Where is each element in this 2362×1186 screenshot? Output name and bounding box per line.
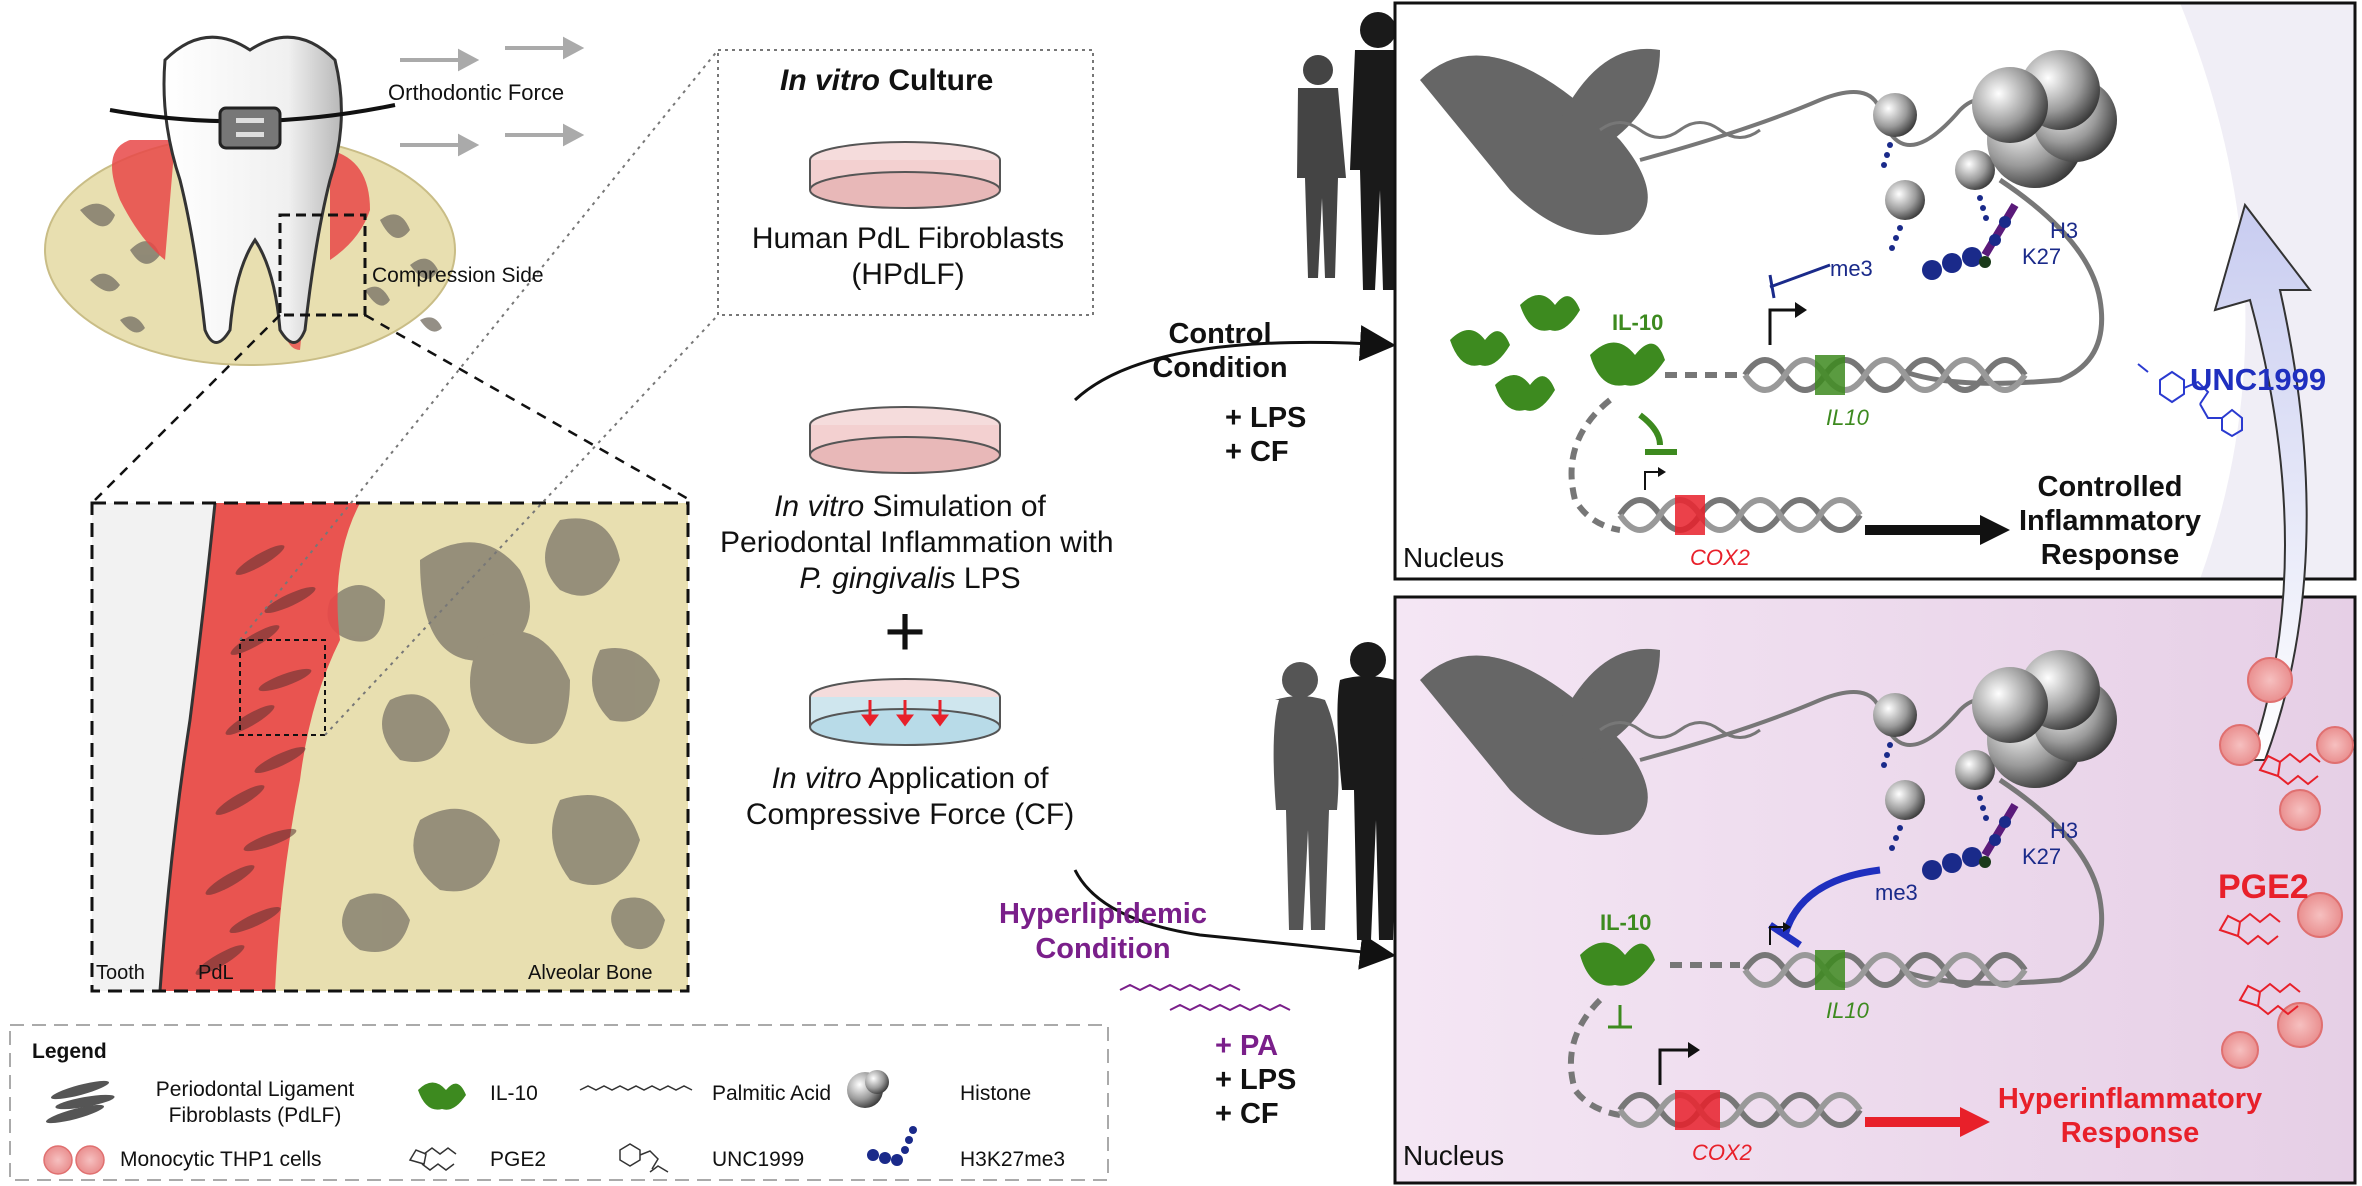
k27-top-label: K27 <box>2022 244 2062 269</box>
people-bottom <box>1273 642 1408 940</box>
nucleus-bottom-label: Nucleus <box>1403 1140 1505 1171</box>
gingiva-left <box>112 140 175 260</box>
cox2-gene-top <box>1617 467 1863 535</box>
legend-il10: IL-10 <box>490 1082 538 1105</box>
legend-palmitic-acid: Palmitic Acid <box>712 1082 832 1105</box>
force-arrows <box>400 36 585 157</box>
legend-icons <box>43 1070 917 1175</box>
petri-dish-1 <box>809 141 1001 209</box>
control-lps: + LPS <box>1225 402 1307 434</box>
hyperlipidemic-line1: Hyperlipidemic <box>999 898 1207 930</box>
il10-gene-bottom-label: IL10 <box>1826 998 1869 1023</box>
k27-bottom-label: K27 <box>2022 844 2062 869</box>
compression-box <box>278 213 367 317</box>
hyper-cf: + CF <box>1215 1098 1279 1130</box>
thp1-cells <box>2219 657 2354 1069</box>
chromosome-top <box>1420 55 1648 235</box>
unc1999-arrow <box>2213 202 2313 761</box>
hyper-pa: + PA <box>1215 1030 1279 1062</box>
pdl-zoom-panel <box>90 49 719 993</box>
nucleus-top-label: Nucleus <box>1403 542 1505 573</box>
legend-pdlf-line1: Periodontal Ligament <box>155 1078 355 1101</box>
il10-gene-top <box>1742 302 2028 395</box>
unc1999-label: UNC1999 <box>2190 362 2327 397</box>
pdl-label: PdL <box>198 962 234 984</box>
histone-large-bottom <box>1972 650 2117 788</box>
hyperlipidemic-line2: Condition <box>1035 933 1171 965</box>
legend-title: Legend <box>32 1040 107 1063</box>
palmitic-acid-molecules <box>1119 983 1291 1012</box>
il10-protein-top-label: IL-10 <box>1612 310 1664 335</box>
simulation-line3: P. gingivalis LPS <box>799 562 1021 595</box>
culture-title: In vitro Culture <box>780 64 994 97</box>
cox2-gene-bottom <box>1617 1042 1863 1130</box>
cf-line1: In vitro Application of <box>771 762 1049 795</box>
il10-proteins-top <box>1450 295 1665 411</box>
unc1999-molecule-top <box>2137 363 2243 438</box>
legend-unc1999: UNC1999 <box>712 1148 805 1171</box>
cf-line2: Compressive Force (CF) <box>745 798 1075 831</box>
gingiva-right <box>330 150 370 260</box>
legend-thp1: Monocytic THP1 cells <box>120 1148 322 1171</box>
cox2-gene-top-label: COX2 <box>1690 545 1750 570</box>
culture-box <box>717 49 1094 316</box>
legend-pge2: PGE2 <box>490 1148 547 1171</box>
legend-pdlf-line2: Fibroblasts (PdLF) <box>168 1104 342 1127</box>
petri-dish-3 <box>809 678 1001 746</box>
chromosome-bottom <box>1420 655 1648 835</box>
h3k27me3-chain-top <box>1922 202 2019 280</box>
me3-bottom-label: me3 <box>1875 880 1918 905</box>
alveolar-bone-label: Alveolar Bone <box>528 962 653 984</box>
plus-sign: + <box>883 592 927 672</box>
hpdlf-line1: Human PdL Fibroblasts <box>751 222 1065 255</box>
legend-box <box>9 1024 1109 1181</box>
h3-bottom-label: H3 <box>2050 818 2079 843</box>
petri-dish-2 <box>809 406 1001 474</box>
fibroblasts <box>195 545 316 975</box>
compression-side-label: Compression Side <box>372 264 544 287</box>
arrow-to-control <box>1073 325 1396 402</box>
bracket <box>218 106 282 150</box>
arrow-to-hyper <box>1073 869 1396 970</box>
h3k27me3-chain-bottom <box>1922 802 2019 880</box>
h3-top-label: H3 <box>2050 218 2079 243</box>
tooth-label: Tooth <box>96 962 145 984</box>
control-line1: Control <box>1168 318 1272 350</box>
hpdlf-line2: (HPdLF) <box>851 258 965 291</box>
il10-protein-bottom-label: IL-10 <box>1600 910 1652 935</box>
legend-histone: Histone <box>960 1082 1032 1105</box>
pdl-band <box>160 503 360 991</box>
me3-top-label: me3 <box>1830 256 1873 281</box>
tooth-shape <box>162 35 343 344</box>
simulation-line2: Periodontal Inflammation with <box>720 526 1114 559</box>
nucleus-top-panel <box>1393 1 2357 581</box>
hyper-lps: + LPS <box>1215 1064 1297 1096</box>
control-cf: + CF <box>1225 436 1289 468</box>
nucleus-bottom-panel <box>1393 595 2357 1185</box>
orthodontic-force-label: Orthodontic Force <box>388 80 565 105</box>
il10-gene-top-label: IL10 <box>1826 405 1869 430</box>
control-line2: Condition <box>1152 352 1288 384</box>
pge2-label: PGE2 <box>2218 868 2309 906</box>
tooth-illustration <box>44 35 691 502</box>
il10-gene-bottom <box>1742 922 2028 990</box>
pge2-molecules <box>2218 752 2321 1016</box>
cox2-gene-bottom-label: COX2 <box>1692 1140 1752 1165</box>
histone-small-top <box>1873 93 1995 220</box>
histone-large-top <box>1972 50 2117 188</box>
simulation-line1: In vitro Simulation of <box>774 490 1046 523</box>
histone-small-bottom <box>1873 693 1995 820</box>
legend-h3k27me3: H3K27me3 <box>960 1148 1066 1171</box>
people-top <box>1297 12 1410 290</box>
il10-protein-bottom <box>1580 942 1655 986</box>
